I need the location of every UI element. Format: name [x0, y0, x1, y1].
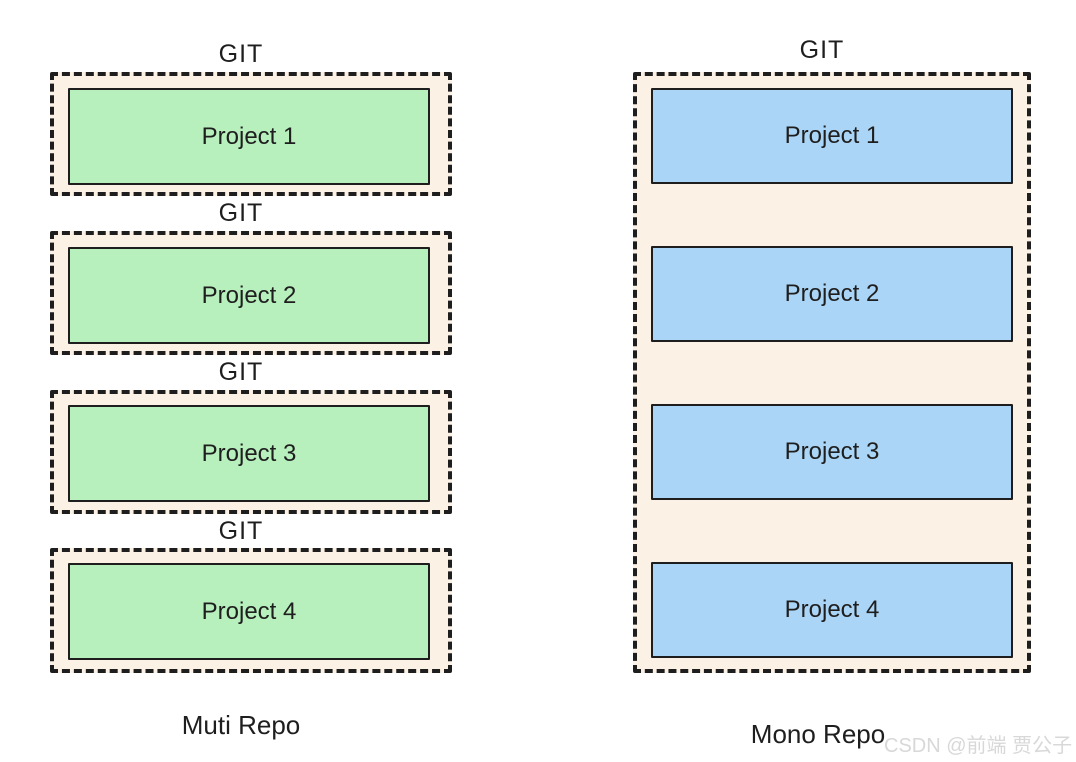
- project-label: Project 3: [201, 439, 297, 467]
- mono-repo-project-box-1: Project 1: [651, 88, 1013, 184]
- multi-repo-project-box-2: Project 2: [68, 247, 430, 344]
- mono-repo-project-box-2: Project 2: [651, 246, 1013, 342]
- multi-repo-project-box-4: Project 4: [68, 563, 430, 660]
- project-label: Project 2: [784, 280, 880, 307]
- multi-repo-project-box-1: Project 1: [68, 88, 430, 185]
- project-label: Project 4: [784, 596, 880, 623]
- multi-repo-git-label-4: GIT: [218, 517, 264, 545]
- project-label: Project 3: [784, 438, 880, 465]
- multi-repo-git-label-2: GIT: [218, 199, 264, 227]
- mono-repo-git-label: GIT: [799, 36, 845, 64]
- multi-repo-project-box-3: Project 3: [68, 405, 430, 502]
- multi-repo-caption: Muti Repo: [181, 710, 301, 740]
- mono-repo-caption: Mono Repo: [750, 719, 886, 749]
- project-label: Project 2: [201, 281, 297, 309]
- csdn-watermark: CSDN @前端 贾公子: [884, 735, 1073, 757]
- mono-repo-project-box-3: Project 3: [651, 404, 1013, 500]
- project-label: Project 4: [201, 597, 297, 625]
- project-label: Project 1: [784, 122, 880, 149]
- multi-repo-git-label-1: GIT: [218, 40, 264, 68]
- mono-repo-project-box-4: Project 4: [651, 562, 1013, 658]
- project-label: Project 1: [201, 122, 297, 150]
- multi-repo-git-label-3: GIT: [218, 358, 264, 386]
